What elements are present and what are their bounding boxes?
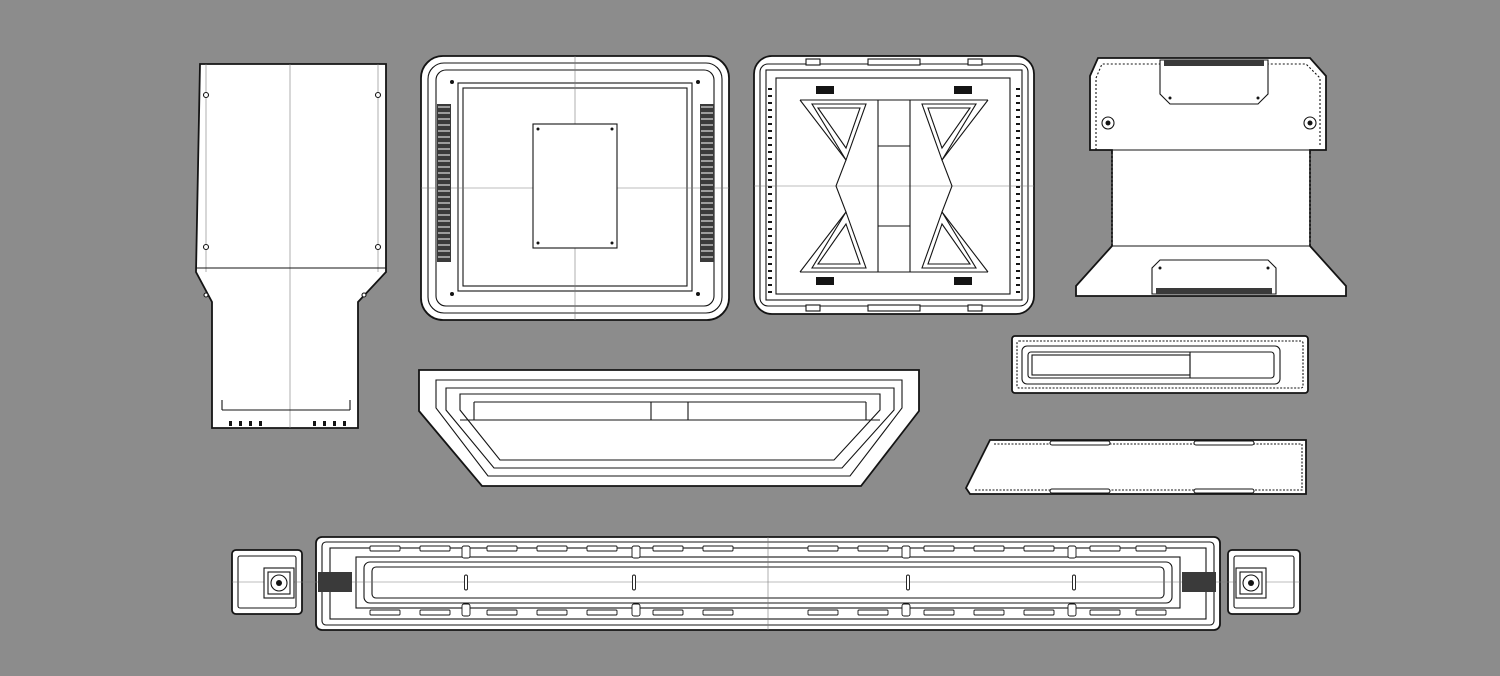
- part-angled-strip[interactable]: [964, 439, 1307, 495]
- part-beveled-trough[interactable]: [418, 369, 920, 487]
- part-vented-lid[interactable]: [420, 55, 730, 321]
- part-long-rail-assembly[interactable]: [231, 536, 1301, 631]
- part-slot-bezel[interactable]: [1011, 335, 1309, 394]
- part-tapered-panel[interactable]: [195, 63, 387, 429]
- part-braced-tray[interactable]: [753, 55, 1035, 315]
- part-bracket-plate[interactable]: [1075, 57, 1347, 297]
